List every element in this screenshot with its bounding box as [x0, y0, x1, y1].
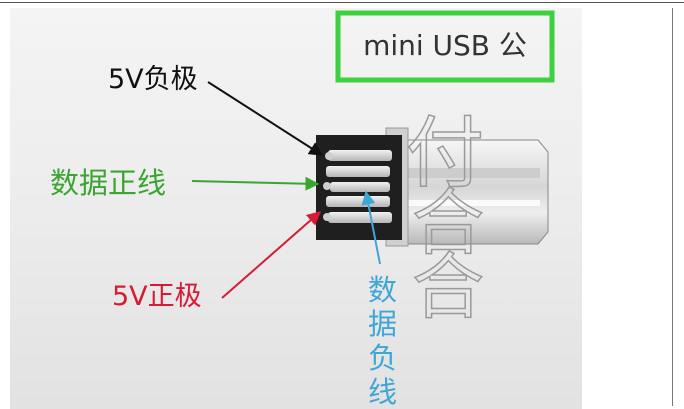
pin-2 [326, 166, 390, 177]
arrow-data-positive [191, 176, 320, 191]
arrow-5v-negative [207, 81, 324, 156]
solder-pins [323, 150, 392, 223]
pin-4 [326, 196, 390, 207]
label-data-negative-char-4: 线 [368, 375, 397, 409]
pin-1 [328, 150, 392, 161]
top-rule [0, 2, 684, 3]
watermark-char-2: 合 [412, 181, 484, 265]
arrow-data-negative [361, 190, 381, 265]
pin-5 [328, 212, 392, 223]
watermark-char-1: 付 [406, 109, 484, 199]
watermark-char-3: 合 [412, 245, 484, 329]
arrow-5v-positive [221, 211, 322, 299]
title-box-text: mini USB 公 [363, 29, 527, 62]
label-data-negative: 数 据 负 线 [368, 273, 397, 409]
title-box-border [335, 10, 555, 83]
label-data-negative-char-2: 据 [368, 307, 397, 341]
label-5v-positive: 5V正极 [112, 281, 202, 312]
pin-3 [330, 182, 390, 192]
right-rule [672, 8, 673, 406]
label-data-negative-char-1: 数 [368, 273, 397, 307]
label-5v-negative: 5V负极 [108, 64, 198, 95]
label-data-negative-char-3: 负 [368, 341, 397, 375]
label-data-positive: 数据正线 [50, 166, 166, 200]
